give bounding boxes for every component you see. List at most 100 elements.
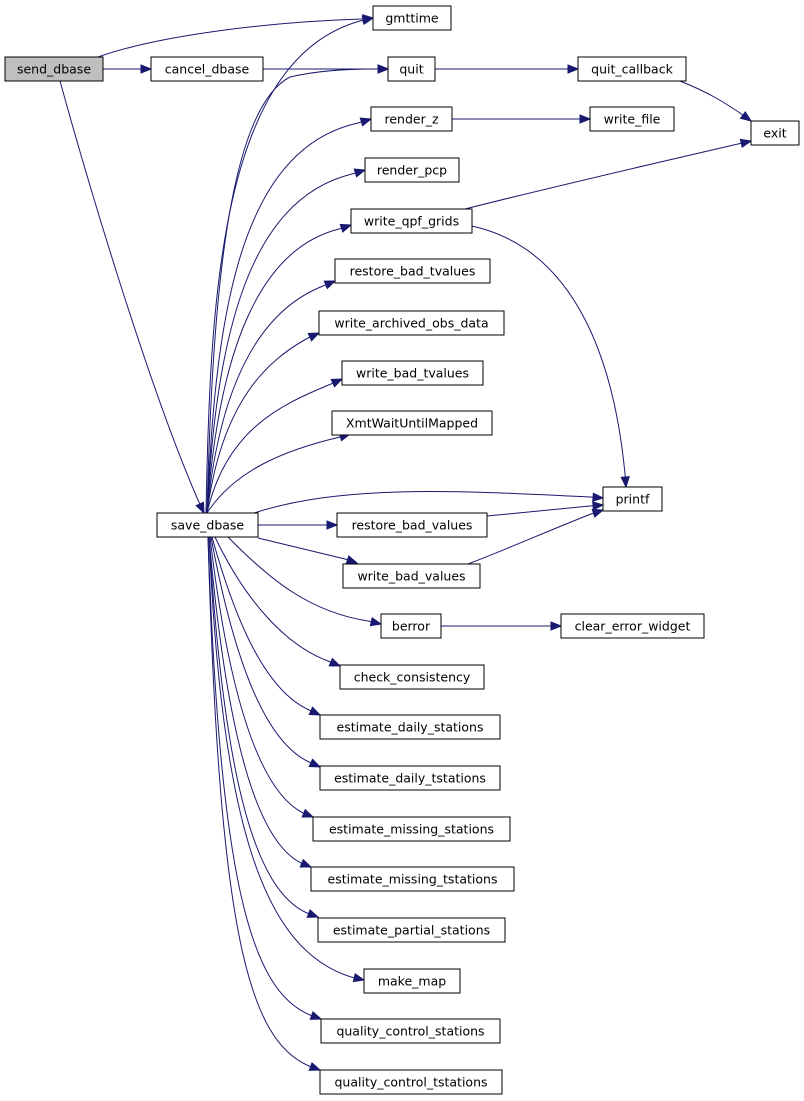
node-label: quality_control_stations [336, 1024, 484, 1039]
node-box[interactable] [318, 310, 505, 336]
node-estimate_missing_tstations[interactable]: estimate_missing_tstations [310, 866, 515, 892]
edge-save_dbase-to-estimate_missing_tstations [208, 536, 313, 868]
edge-line [206, 169, 366, 514]
node-exit[interactable]: exit [750, 120, 800, 146]
edge-line [227, 536, 382, 625]
edge-save_dbase-to-make_map [208, 536, 366, 983]
node-label: printf [616, 492, 650, 507]
node-box[interactable] [602, 486, 663, 512]
node-box[interactable] [319, 765, 501, 791]
node-render_pcp[interactable]: render_pcp [364, 157, 460, 183]
node-printf[interactable]: printf [602, 486, 663, 512]
node-box[interactable] [350, 208, 473, 234]
node-label: estimate_missing_stations [329, 822, 494, 837]
node-box[interactable] [372, 5, 452, 31]
edge-save_dbase-to-restore_bad_values [258, 520, 339, 530]
edge-save_dbase-to-estimate_missing_stations [209, 536, 315, 818]
arrowhead-icon [328, 657, 342, 667]
edge-save_dbase-to-write_qpf_grids [206, 223, 353, 514]
arrowhead-icon [308, 706, 322, 716]
node-restore_bad_values[interactable]: restore_bad_values [336, 512, 488, 538]
arrowhead-icon [620, 476, 630, 489]
node-save_dbase[interactable]: save_dbase [156, 512, 259, 538]
edge-save_dbase-to-XmtWaitUntilMapped [206, 432, 352, 514]
node-box[interactable] [339, 664, 485, 690]
node-box[interactable] [336, 512, 488, 538]
arrowhead-icon [550, 621, 563, 631]
node-box[interactable] [560, 613, 705, 639]
node-box[interactable] [310, 866, 515, 892]
node-box[interactable] [387, 56, 436, 82]
node-box[interactable] [364, 157, 460, 183]
node-box[interactable] [341, 360, 484, 386]
node-XmtWaitUntilMapped[interactable]: XmtWaitUntilMapped [331, 410, 493, 436]
node-write_bad_values[interactable]: write_bad_values [342, 563, 481, 589]
arrowhead-icon [308, 1061, 322, 1071]
node-write_bad_tvalues[interactable]: write_bad_tvalues [341, 360, 484, 386]
node-label: berror [392, 619, 431, 634]
edge-quit_callback-to-exit [679, 80, 753, 122]
node-label: restore_bad_tvalues [350, 264, 476, 279]
node-quit[interactable]: quit [387, 56, 436, 82]
node-restore_bad_tvalues[interactable]: restore_bad_tvalues [334, 258, 491, 284]
node-box[interactable] [156, 512, 259, 538]
node-check_consistency[interactable]: check_consistency [339, 664, 485, 690]
node-write_archived_obs_data[interactable]: write_archived_obs_data [318, 310, 505, 336]
node-estimate_partial_stations[interactable]: estimate_partial_stations [317, 917, 506, 943]
node-make_map[interactable]: make_map [363, 968, 461, 994]
node-box[interactable] [363, 968, 461, 994]
edge-line [206, 224, 352, 514]
edge-save_dbase-to-quality_control_tstations [207, 536, 322, 1071]
node-box[interactable] [312, 816, 511, 842]
node-box[interactable] [319, 1069, 503, 1095]
node-box[interactable] [380, 613, 442, 639]
arrowhead-icon [739, 110, 753, 122]
node-box[interactable] [334, 258, 491, 284]
node-quality_control_stations[interactable]: quality_control_stations [320, 1018, 501, 1044]
arrowhead-icon [345, 555, 359, 565]
node-write_qpf_grids[interactable]: write_qpf_grids [350, 208, 473, 234]
arrowhead-icon [306, 908, 320, 918]
edge-line [208, 536, 365, 981]
node-box[interactable] [320, 1018, 501, 1044]
arrowhead-icon [353, 168, 367, 178]
node-box[interactable] [370, 106, 453, 132]
node-box[interactable] [331, 410, 493, 436]
node-box[interactable] [750, 120, 800, 146]
node-cancel_dbase[interactable]: cancel_dbase [150, 56, 264, 82]
node-send_dbase[interactable]: send_dbase [4, 56, 104, 82]
node-gmttime[interactable]: gmttime [372, 5, 452, 31]
node-estimate_daily_stations[interactable]: estimate_daily_stations [319, 714, 501, 740]
node-estimate_daily_tstations[interactable]: estimate_daily_tstations [319, 765, 501, 791]
arrowhead-icon [377, 64, 390, 74]
arrowhead-icon [195, 501, 205, 515]
arrowhead-icon [307, 332, 321, 342]
edge-line [206, 280, 336, 514]
edge-save_dbase-to-render_z [206, 117, 373, 514]
node-label: write_bad_values [357, 569, 465, 584]
node-label: estimate_daily_tstations [334, 771, 486, 786]
node-label: cancel_dbase [165, 62, 250, 77]
edge-line [206, 68, 388, 514]
edge-send_dbase-to-save_dbase [59, 80, 205, 515]
node-estimate_missing_stations[interactable]: estimate_missing_stations [312, 816, 511, 842]
arrowhead-icon [339, 223, 353, 233]
node-write_file[interactable]: write_file [589, 106, 675, 132]
node-quality_control_tstations[interactable]: quality_control_tstations [319, 1069, 503, 1095]
node-box[interactable] [319, 714, 501, 740]
node-box[interactable] [342, 563, 481, 589]
edge-render_z-to-write_file [452, 114, 592, 124]
edge-send_dbase-to-gmttime [97, 14, 375, 58]
node-quit_callback[interactable]: quit_callback [577, 56, 687, 82]
node-box[interactable] [589, 106, 675, 132]
node-label: quit_callback [591, 62, 673, 77]
node-box[interactable] [150, 56, 264, 82]
edge-save_dbase-to-estimate_daily_stations [211, 536, 322, 716]
node-box[interactable] [4, 56, 104, 82]
node-render_z[interactable]: render_z [370, 106, 453, 132]
node-berror[interactable]: berror [380, 613, 442, 639]
arrowhead-icon [591, 508, 605, 518]
node-box[interactable] [317, 917, 506, 943]
node-clear_error_widget[interactable]: clear_error_widget [560, 613, 705, 639]
node-box[interactable] [577, 56, 687, 82]
